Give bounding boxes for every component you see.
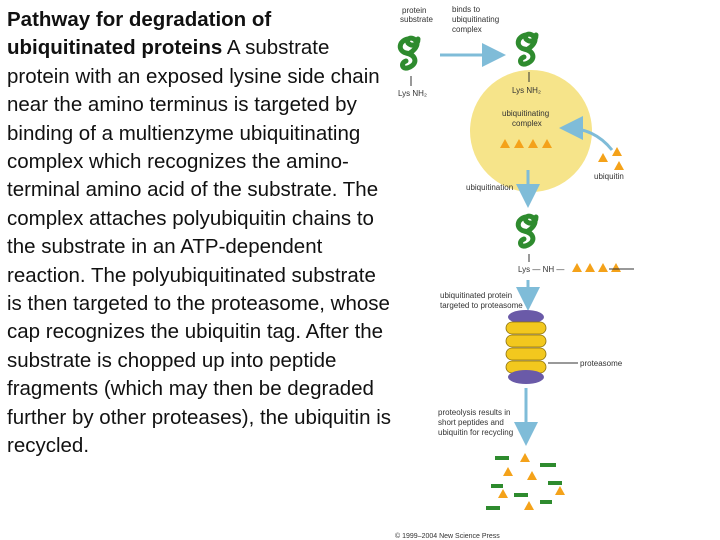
lys-nh-label: Lys — NH — bbox=[518, 265, 564, 274]
protein-substrate-label-1: protein bbox=[402, 6, 426, 15]
ubiquitinating-complex bbox=[470, 70, 592, 192]
targeted-label-2: targeted to proteasome bbox=[440, 301, 523, 310]
ubiquitin-triangle bbox=[503, 467, 513, 476]
binds-label-1: binds to bbox=[452, 5, 481, 14]
caption-title: Pathway for degradation of ubiquitinated… bbox=[7, 8, 272, 60]
proteasome-top-cap bbox=[508, 310, 544, 324]
peptide-fragment bbox=[486, 506, 500, 510]
caption-body: A substrate protein with an exposed lysi… bbox=[7, 36, 392, 458]
polyubiquitin-chain bbox=[572, 263, 621, 272]
proteasome-label: proteasome bbox=[580, 359, 623, 368]
ubiquitin-triangle bbox=[611, 263, 621, 272]
ubiquitin-triangle bbox=[612, 147, 622, 156]
peptide-fragment bbox=[491, 484, 503, 488]
complex-label-1: ubiquitinating bbox=[502, 109, 549, 118]
ubiquitin-triangle bbox=[555, 486, 565, 495]
protein-substrate-label-2: substrate bbox=[400, 15, 433, 24]
targeted-label-1: ubiquitinated protein bbox=[440, 291, 512, 300]
proteolysis-label-3: ubiquitin for recycling bbox=[438, 428, 513, 437]
peptide-fragment bbox=[548, 481, 562, 485]
complex-ubiquitin-group bbox=[500, 139, 552, 148]
ubiquitin-triangle bbox=[572, 263, 582, 272]
ubiquitin-triangle bbox=[542, 139, 552, 148]
ubiquitin-triangle bbox=[528, 139, 538, 148]
protein-substrate-icon bbox=[400, 38, 418, 68]
free-ubiquitin-group bbox=[598, 147, 624, 170]
ubiquitin-triangle bbox=[498, 489, 508, 498]
copyright-label: © 1999–2004 New Science Press bbox=[395, 532, 500, 540]
ubiquitin-triangle bbox=[585, 263, 595, 272]
peptide-fragment bbox=[540, 463, 556, 467]
proteasome bbox=[505, 310, 547, 384]
ubiquitin-triangle bbox=[598, 153, 608, 162]
ubiquitin-label: ubiquitin bbox=[594, 172, 624, 181]
binds-label-2: ubiquitinating bbox=[452, 15, 499, 24]
proteasome-bottom-cap bbox=[508, 370, 544, 384]
ubiquitin-triangle bbox=[520, 453, 530, 462]
recycled-ubiquitin bbox=[498, 453, 565, 510]
ubiquitinated-protein-icon bbox=[518, 216, 536, 246]
caption: Pathway for degradation of ubiquitinated… bbox=[7, 6, 392, 461]
ubiquitination-label: ubiquitination bbox=[466, 183, 513, 192]
ubiquitin-triangle bbox=[514, 139, 524, 148]
proteolysis-label-1: proteolysis results in bbox=[438, 408, 510, 417]
ubiquitin-triangle bbox=[527, 471, 537, 480]
lys-nh2-left-label: Lys NH₂ bbox=[398, 89, 427, 98]
peptide-fragment bbox=[514, 493, 528, 497]
ubiquitin-triangle bbox=[524, 501, 534, 510]
proteolysis-label-2: short peptides and bbox=[438, 418, 504, 427]
binds-label-3: complex bbox=[452, 25, 482, 34]
complex-label-2: complex bbox=[512, 119, 542, 128]
ubiquitin-triangle bbox=[598, 263, 608, 272]
bound-protein-icon bbox=[518, 34, 536, 64]
peptide-fragment bbox=[540, 500, 552, 504]
peptide-fragment bbox=[495, 456, 509, 460]
ubiquitin-triangle bbox=[614, 161, 624, 170]
ubiquitin-triangle bbox=[500, 139, 510, 148]
lys-nh2-center-label: Lys NH₂ bbox=[512, 86, 541, 95]
peptide-fragments bbox=[486, 456, 562, 510]
ubiquitin-entry-arrow bbox=[559, 116, 614, 151]
